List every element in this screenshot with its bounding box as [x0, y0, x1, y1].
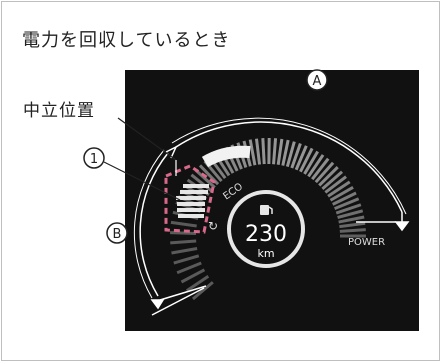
- gauge-segment: [248, 139, 257, 166]
- gauge-segment: [261, 138, 266, 165]
- gauge-segment: [321, 170, 344, 190]
- marker-1-leader-line: [103, 161, 181, 201]
- power-gauge-segments: [170, 137, 366, 301]
- gauge-segment: [303, 150, 319, 175]
- marker-a: A: [306, 69, 328, 91]
- gauge-segment: [318, 166, 339, 187]
- gauge-segment: [185, 275, 210, 293]
- gauge-segment: [338, 215, 365, 224]
- gauge-segment: [171, 247, 198, 255]
- gauge-segment: [339, 221, 366, 229]
- gauge-segment: [170, 220, 197, 228]
- gauge-segment: [272, 138, 278, 165]
- gauge-segment: [180, 268, 206, 284]
- gauge-segment: [307, 154, 325, 178]
- gauge-segment: [334, 197, 360, 211]
- charge-zone-segments: [176, 184, 209, 218]
- highlight-box: [164, 164, 216, 234]
- eco-zone-segment: [201, 145, 251, 168]
- gauge-segment: [276, 138, 284, 165]
- gauge-segment: [170, 239, 197, 245]
- marker-1: 1: [83, 147, 105, 169]
- gauge-segment: [194, 168, 216, 189]
- marker-b: B: [106, 222, 128, 244]
- gauge-segment: [311, 157, 330, 181]
- gauge-segment: [173, 254, 200, 265]
- range-display-ring: [227, 190, 305, 268]
- range-unit: km: [257, 247, 274, 260]
- svg-text:B: B: [113, 227, 122, 242]
- figure-title: 電力を回収しているとき: [22, 30, 231, 51]
- svg-text:1: 1: [90, 152, 98, 167]
- gauge-segment: [314, 161, 335, 184]
- gauge-segment: [285, 141, 296, 168]
- neutral-leader-line: [117, 117, 177, 161]
- gauge-segment: [339, 228, 366, 233]
- gauge-segment: [294, 145, 308, 171]
- gauge-segment: [324, 175, 347, 194]
- gauge-segment: [332, 191, 357, 206]
- range-b-arc: [133, 149, 207, 316]
- gauge-segment: [299, 147, 314, 173]
- gauge-segment: [191, 281, 214, 301]
- range-a-arc: [165, 117, 410, 232]
- power-label: POWER: [348, 237, 385, 248]
- gauge-segment: [176, 261, 202, 275]
- neutral-position-label: 中立位置: [23, 101, 95, 121]
- gauge-panel: [125, 70, 419, 331]
- gauge-segment: [170, 231, 197, 235]
- fuel-pump-icon: [260, 205, 273, 215]
- gauge-segment: [335, 203, 362, 215]
- range-value: 230: [245, 222, 287, 247]
- charge-icon: ↻: [208, 219, 218, 233]
- svg-text:A: A: [313, 74, 322, 89]
- gauge-segment: [190, 173, 213, 193]
- gauge-segment: [329, 186, 354, 202]
- gauge-segment: [255, 138, 262, 165]
- gauge-segment: [337, 209, 364, 219]
- gauge-segment: [290, 143, 302, 169]
- gauge-segment: [327, 180, 351, 198]
- gauge-segment: [281, 139, 290, 166]
